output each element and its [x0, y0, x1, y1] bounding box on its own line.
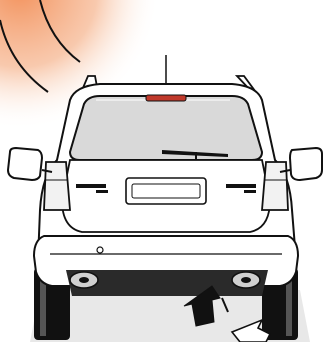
right-tail-light	[262, 162, 288, 210]
rear-emblem-left	[76, 184, 106, 188]
left-tail-light	[44, 162, 70, 210]
rear-emblem-right	[226, 184, 256, 188]
trailer-hitch-cover	[97, 247, 103, 253]
high-mount-stop-light	[146, 95, 186, 101]
license-plate-area	[126, 178, 206, 204]
left-side-mirror	[8, 148, 42, 180]
right-side-mirror	[290, 148, 322, 180]
